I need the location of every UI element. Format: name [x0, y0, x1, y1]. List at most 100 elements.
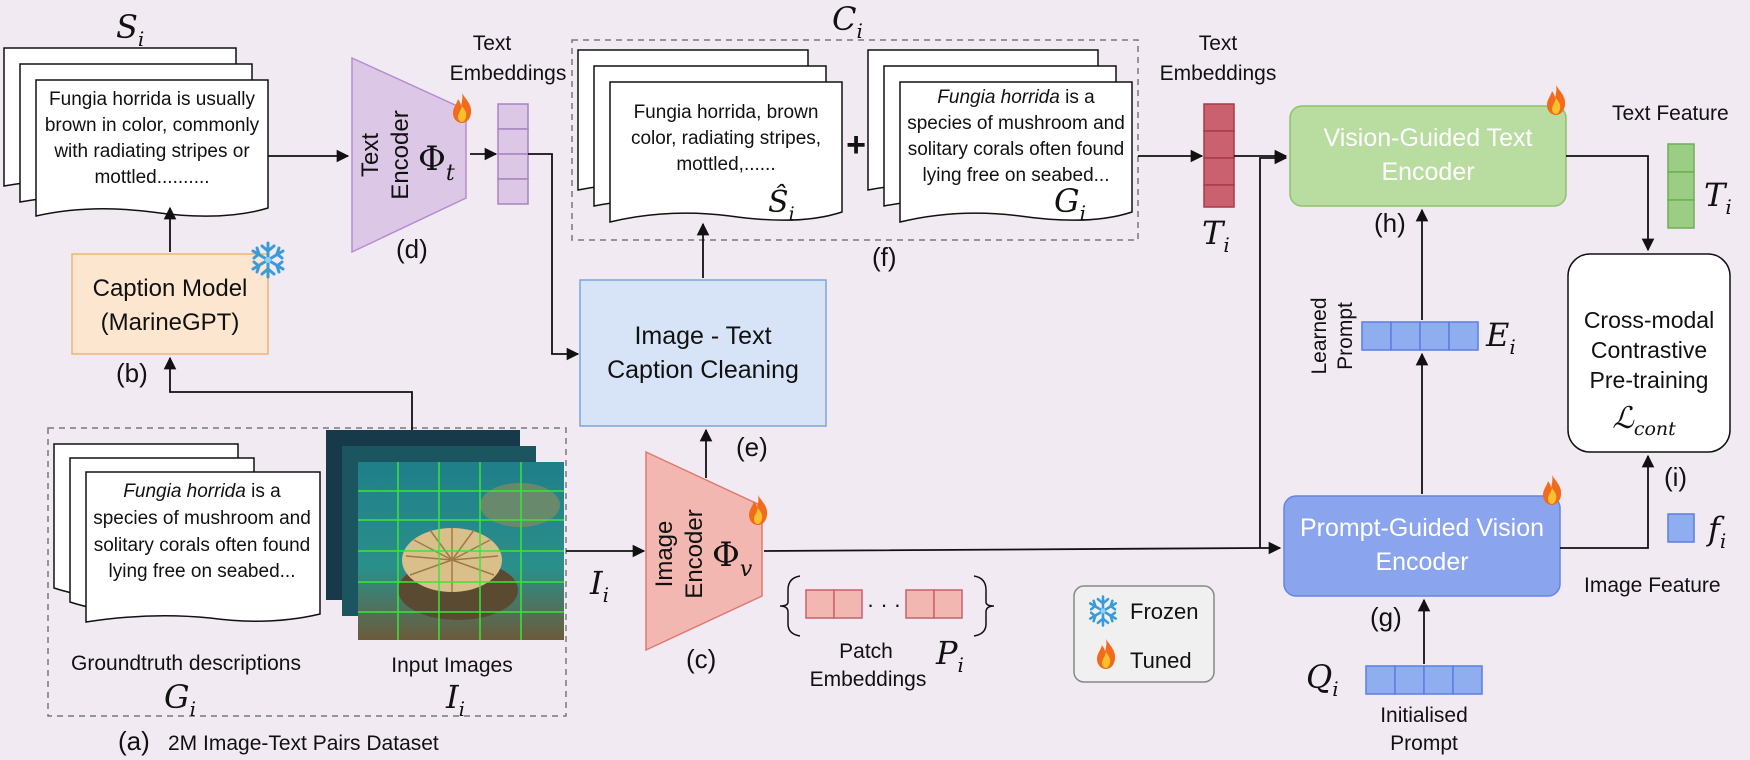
label-i: (i)	[1664, 462, 1687, 492]
q-symbol: Qi	[1306, 658, 1339, 701]
learned-prompt-vector	[1361, 321, 1479, 351]
s-caption-stack	[3, 47, 269, 217]
flame-icon	[453, 93, 472, 123]
cleaned-caption-line-3: mottled,......	[676, 154, 775, 175]
learned-prompt-label-1: Learned	[1308, 297, 1331, 374]
s-set-symbol: Si	[116, 8, 144, 51]
phi-t-symbol: Φt	[418, 139, 455, 186]
groundtruth-symbol: Gi	[164, 678, 196, 721]
text-feature-label: Text Feature	[1612, 102, 1729, 125]
initialised-prompt-label-1: Initialised	[1380, 704, 1468, 727]
image-encoder-trapezoid	[645, 450, 763, 652]
loss-symbol: ℒcont	[1612, 401, 1676, 440]
input-images-label: Input Images	[391, 654, 512, 677]
vision-text-encoder-line-1: Vision-Guided Text	[1324, 124, 1533, 152]
c-set-symbol: Ci	[832, 0, 863, 43]
label-g: (g)	[1370, 602, 1402, 632]
groundtruth-caption-line-1: Fungia horrida is a	[123, 481, 281, 502]
gt2-caption-line-2: species of mushroom and	[907, 113, 1125, 134]
cleaned-caption-line-1: Fungia horrida, brown	[634, 102, 819, 123]
s-caption-line-2: brown in color, commonly	[45, 115, 260, 136]
f-symbol: fi	[1706, 510, 1726, 553]
vision-text-encoder-box	[1289, 105, 1567, 207]
t-feature-symbol: Ti	[1704, 176, 1732, 219]
s-caption-line-1: Fungia horrida is usually	[49, 89, 255, 110]
input-image-arrow-symbol: Ii	[589, 564, 609, 607]
text-feature-vector	[1667, 143, 1695, 229]
caption-cleaning-line-1: Image - Text	[634, 322, 771, 350]
text-embeddings-2-label-2: Embeddings	[1160, 62, 1277, 85]
label-b: (b)	[116, 358, 148, 388]
gt-caption-stack-2	[867, 49, 1133, 223]
groundtruth-caption-line-4: lying free on seabed...	[109, 561, 296, 582]
e-symbol: Ei	[1485, 316, 1516, 359]
arrows	[163, 147, 1655, 664]
image-encoder-line-2: Encoder	[681, 509, 708, 598]
label-c: (c)	[686, 644, 716, 674]
text-embeddings-2-vector	[1203, 103, 1235, 208]
left-brace	[779, 575, 801, 637]
plus-sign: +	[846, 126, 866, 164]
contrastive-line-3: Pre-training	[1590, 367, 1709, 393]
caption-model-box	[71, 253, 269, 355]
gt2-caption-line-1: Fungia horrida is a	[937, 87, 1095, 108]
p-symbol: Pi	[935, 634, 964, 677]
text-encoder-line-1: Text	[357, 133, 384, 177]
gt2-caption-line-4: lying free on seabed...	[923, 165, 1110, 186]
phi-v-symbol: Φv	[712, 535, 753, 582]
patch-dots: · · ·	[867, 592, 901, 617]
contrastive-line-1: Cross-modal	[1584, 307, 1714, 333]
caption-model-line-1: Caption Model	[93, 275, 248, 302]
contrastive-line-2: Contrastive	[1591, 337, 1707, 363]
patch-embeddings-vector	[805, 589, 963, 619]
groundtruth-doc-stack	[53, 443, 321, 623]
flame-icon	[1547, 85, 1566, 115]
flame-icon	[749, 495, 768, 525]
prompt-vision-encoder-box	[1283, 495, 1561, 597]
patch-grid	[358, 462, 564, 640]
input-images-symbol: Ii	[445, 678, 465, 721]
image-encoder-line-1: Image	[651, 521, 678, 588]
learned-prompt-label-2: Prompt	[1334, 302, 1357, 370]
s-caption-line-4: mottled..........	[94, 167, 209, 188]
flame-icon	[1543, 475, 1562, 505]
image-feature-vector	[1667, 513, 1695, 543]
legend-frozen-label: Frozen	[1130, 599, 1198, 624]
input-images-stack	[326, 430, 564, 640]
vision-text-encoder-line-2: Encoder	[1381, 158, 1474, 186]
dataset-group-border	[47, 427, 567, 717]
cleaned-caption-line-2: color, radiating stripes,	[631, 128, 821, 149]
label-e: (e)	[736, 432, 768, 462]
s-hat-symbol: Ŝi	[768, 184, 795, 225]
right-brace	[973, 575, 995, 637]
text-embeddings-vector	[497, 103, 529, 205]
groundtruth-caption-line-3: solitary corals often found	[94, 535, 311, 556]
t-embed-symbol: Ti	[1202, 214, 1230, 257]
groundtruth-label: Groundtruth descriptions	[71, 652, 301, 675]
label-d: (d)	[396, 234, 428, 264]
label-h: (h)	[1374, 208, 1406, 238]
contrastive-box	[1567, 253, 1731, 453]
label-f: (f)	[872, 242, 897, 272]
gt2-caption-line-3: solitary corals often found	[908, 139, 1125, 160]
prompt-vision-encoder-line-1: Prompt-Guided Vision	[1300, 514, 1544, 542]
g2-symbol: Gi	[1054, 182, 1086, 225]
prompt-vision-encoder-line-2: Encoder	[1375, 548, 1468, 576]
groundtruth-caption-line-2: species of mushroom and	[93, 508, 311, 529]
legend-tuned-label: Tuned	[1130, 648, 1192, 673]
caption-cleaning-box	[579, 279, 827, 427]
text-embeddings-2-label-1: Text	[1199, 32, 1238, 55]
caption-model-line-2: (MarineGPT)	[101, 309, 240, 336]
patch-embeddings-label-2: Embeddings	[810, 668, 927, 691]
text-embeddings-label-2: Embeddings	[450, 62, 567, 85]
image-feature-label: Image Feature	[1584, 574, 1721, 597]
patch-embeddings-label-1: Patch	[839, 640, 893, 663]
dataset-label: 2M Image-Text Pairs Dataset	[168, 732, 439, 755]
label-a: (a)	[118, 726, 150, 756]
c-set-group-border	[571, 39, 1139, 241]
caption-cleaning-line-2: Caption Cleaning	[607, 356, 799, 384]
s-caption-line-3: with radiating stripes or	[53, 141, 250, 162]
initialised-prompt-label-2: Prompt	[1390, 732, 1458, 755]
text-encoder-trapezoid	[351, 56, 467, 254]
initialised-prompt-vector	[1365, 665, 1483, 695]
